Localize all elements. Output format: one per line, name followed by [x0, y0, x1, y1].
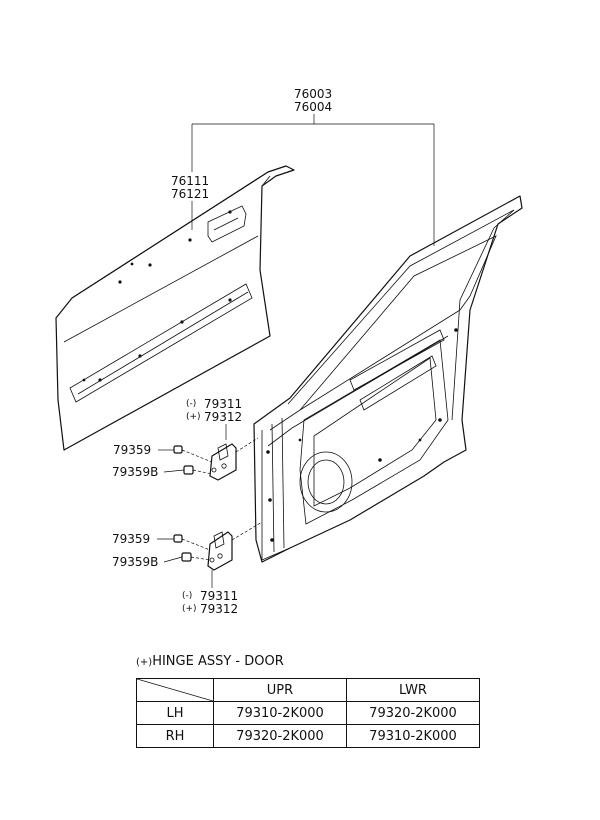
legend-title: (+)HINGE ASSY - DOOR: [136, 654, 284, 669]
leader-upper-bolt-b: [163, 469, 185, 473]
cell-upr: 79320-2K000: [213, 724, 347, 748]
callout-bracket: [191, 114, 435, 246]
cell-upr: 79310-2K000: [213, 701, 347, 725]
label-door-assy-rh: 76004: [294, 100, 332, 114]
label-lower-hinge-a: 79311: [200, 589, 238, 603]
cell-lwr: 79310-2K000: [346, 724, 480, 748]
leader-lower-bolt-b: [163, 556, 183, 563]
table-corner-cell: [136, 678, 214, 702]
label-lower-bolt-b: 79359B: [112, 555, 158, 569]
legend-title-text: HINGE ASSY - DOOR: [152, 654, 284, 669]
lower-hinge: [207, 521, 263, 571]
column-header-lwr: LWR: [346, 678, 480, 702]
hinge-table: UPR LWR LH 79310-2K000 79320-2K000 RH 79…: [136, 678, 480, 748]
table-row: LH 79310-2K000 79320-2K000: [136, 701, 480, 725]
label-upper-bolt-b: 79359B: [112, 465, 158, 479]
table-row: RH 79320-2K000 79310-2K000: [136, 724, 480, 748]
label-lower-bolt: 79359: [112, 532, 150, 546]
upper-bolt-b: [183, 465, 213, 475]
label-lower-hinge-b: 79312: [200, 602, 238, 616]
column-header-upr: UPR: [213, 678, 347, 702]
row-side: RH: [136, 724, 214, 748]
door-inner-frame: [253, 195, 523, 563]
mark-upper-a: (-): [186, 399, 196, 409]
label-upper-bolt: 79359: [113, 443, 151, 457]
lower-bolt: [173, 534, 211, 551]
label-upper-hinge-b: 79312: [204, 410, 242, 424]
row-side: LH: [136, 701, 214, 725]
upper-bolt: [173, 445, 213, 463]
label-upper-hinge-a: 79311: [204, 397, 242, 411]
cell-lwr: 79320-2K000: [346, 701, 480, 725]
mark-lower-b: (+): [182, 604, 197, 614]
label-outer-panel-rh: 76121: [171, 187, 209, 201]
label-door-assy-lh: 76003: [294, 87, 332, 101]
mark-lower-a: (-): [182, 591, 192, 601]
lower-bolt-b: [181, 552, 211, 562]
door-outer-panel: [55, 165, 295, 451]
mark-upper-b: (+): [186, 412, 201, 422]
table-header-row: UPR LWR: [136, 678, 480, 702]
label-outer-panel-lh: 76111: [171, 174, 209, 188]
upper-hinge: [209, 437, 259, 481]
legend-mark: (+): [136, 657, 153, 668]
corner-diagonal: [137, 679, 213, 701]
